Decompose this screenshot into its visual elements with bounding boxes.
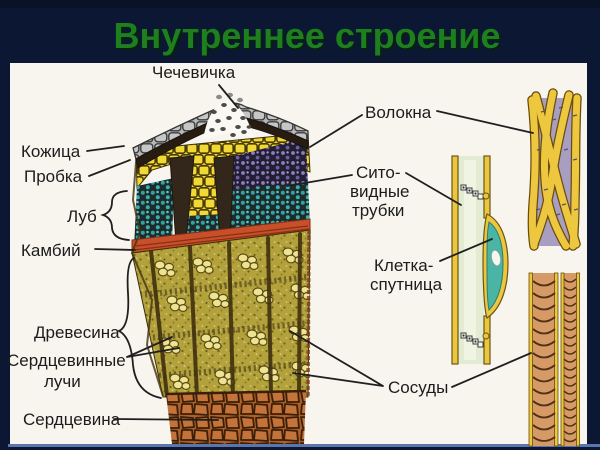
slide-title-shadow: Внутреннее строение <box>116 17 503 58</box>
slide-title: Внутреннее строение <box>114 15 501 56</box>
stem-cross-section <box>130 92 311 444</box>
phloem-teal-left <box>134 178 174 248</box>
leader-vessels-right <box>451 352 532 388</box>
fiber-gap-ticks <box>535 106 579 216</box>
pith-boundary <box>165 389 307 396</box>
label-bast: Луб <box>67 207 97 226</box>
pith-region <box>166 391 306 444</box>
label-pith-rays-line2: лучи <box>44 372 81 391</box>
brace-bast <box>100 190 130 241</box>
label-wood: Древесина <box>34 323 120 342</box>
right-torn-edge <box>306 229 311 397</box>
leader-pith-rays <box>126 336 180 358</box>
companion-cell-body <box>486 221 504 312</box>
diagram-labels: Чечевичка Кожица Пробка Луб Камбий Древе… <box>7 63 448 429</box>
label-lenticel: Чечевичка <box>152 63 236 82</box>
bottom-accent-line <box>8 444 600 447</box>
top-band <box>0 0 600 8</box>
label-fibers: Волокна <box>365 103 432 122</box>
leader-fibers-left <box>309 114 363 148</box>
fibers-illustration <box>527 88 582 251</box>
label-sieve-line3: трубки <box>352 201 404 220</box>
leader-fibers-right <box>436 110 534 134</box>
label-vessels: Сосуды <box>388 378 448 397</box>
wood-detail <box>139 232 310 397</box>
leader-cambium <box>94 248 136 251</box>
leader-pith <box>113 418 219 421</box>
companion-cell-nucleus <box>490 249 502 267</box>
leader-sieve-right <box>405 172 462 206</box>
leader-cork <box>88 159 131 177</box>
vessel-rings-wide <box>532 280 556 442</box>
lenticel-bump <box>203 92 254 140</box>
leader-vessels-left <box>289 330 384 387</box>
cambium-texture <box>133 225 310 251</box>
vessel-rings-narrow <box>563 278 577 443</box>
vessels-illustration <box>528 272 580 447</box>
leader-companion <box>439 238 493 262</box>
leader-lines <box>86 84 534 421</box>
leader-lenticel <box>218 84 239 109</box>
label-pith: Сердцевина <box>23 410 121 429</box>
phloem-purple-right <box>226 138 308 192</box>
leader-skin <box>86 145 125 152</box>
wood-region <box>131 229 311 398</box>
label-companion-line2: спутница <box>370 275 443 294</box>
left-torn-edge <box>130 149 164 397</box>
label-skin: Кожица <box>21 142 81 161</box>
label-sieve-line2: видные <box>350 182 410 201</box>
label-sieve-line1: Сито- <box>356 163 400 182</box>
label-pith-rays-line1: Сердцевинные <box>7 351 126 370</box>
label-cork: Пробка <box>24 167 83 186</box>
label-cambium: Камбий <box>21 241 81 260</box>
brace-wood <box>116 257 162 399</box>
leader-sieve-left <box>286 174 353 187</box>
pith-rays-lines <box>149 232 302 397</box>
label-companion-line1: Клетка- <box>374 256 433 275</box>
